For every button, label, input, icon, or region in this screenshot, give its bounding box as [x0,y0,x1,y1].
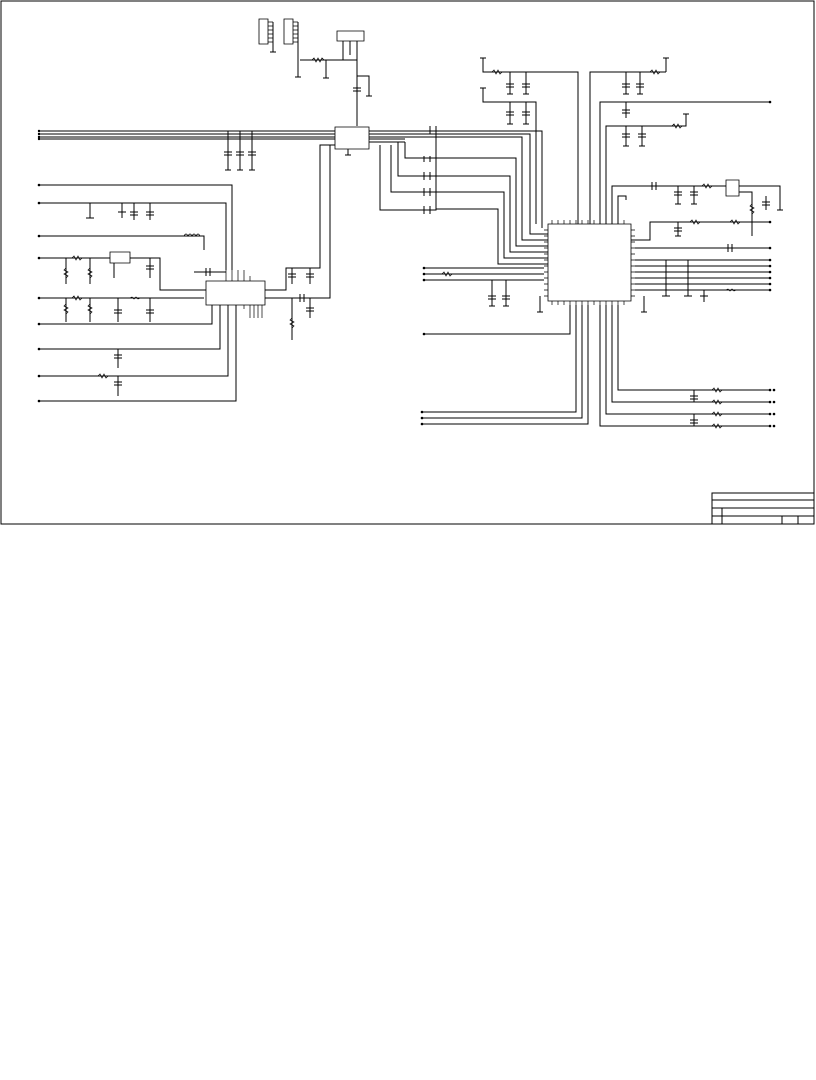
left-input-lines [37,183,236,403]
oscillator-y1 [612,180,783,236]
main-ic-u3 [544,220,635,305]
sheet-border [1,1,814,524]
bus-caps-left [224,131,256,170]
right-side-nets [631,220,772,312]
resistor-r1 [312,58,329,78]
bus-lines-left [37,129,335,141]
buffer-u2 [335,127,405,155]
signal-routing-center [380,126,548,264]
supply-net-top-left [480,58,578,224]
regulator-u1 [300,31,369,126]
supply-net-top-right [590,58,772,224]
left-inputs-main-ic [422,266,570,336]
title-block [712,493,814,524]
connector-j1 [259,19,276,52]
capacitor-c1 [353,88,372,96]
connector-j2 [284,19,301,77]
bottom-outputs-main-ic [420,305,776,428]
converter-u4 [194,145,335,340]
left-passives [64,203,200,396]
